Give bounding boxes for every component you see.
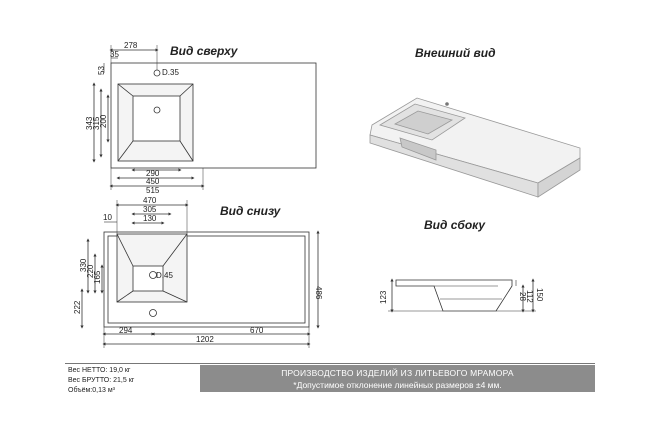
dim-330: 330 (79, 258, 88, 272)
side-view-title: Вид сбоку (424, 218, 486, 232)
bottom-view-basin-inner (132, 265, 164, 292)
dim-486: 486 (314, 286, 323, 300)
top-view-title: Вид сверху (170, 44, 238, 58)
net-weight: Вес НЕТТО: 19,0 кг (68, 367, 131, 374)
dim-53: 53 (97, 66, 106, 75)
production-banner: ПРОИЗВОДСТВО ИЗДЕЛИЙ ИЗ ЛИТЬЕВОГО МРАМОР… (200, 365, 595, 392)
dim-123: 123 (379, 290, 388, 304)
dim-1202: 1202 (196, 335, 214, 344)
volume: Объём:0,13 м³ (68, 387, 115, 394)
top-view-basin-inner (132, 95, 181, 142)
banner-line-2: *Допустимое отклонение линейных размеров… (293, 380, 502, 390)
top-view-drain (153, 106, 161, 114)
bottom-view-title: Вид снизу (220, 204, 281, 218)
dim-200: 200 (99, 114, 108, 128)
dim-28: 28 (518, 292, 527, 301)
dim-130: 130 (143, 214, 157, 223)
exterior-view (369, 97, 581, 198)
dim-220: 220 (86, 264, 95, 278)
top-view-labels: 278 35 53 D.35 343 315 200 290 450 515 (85, 41, 179, 195)
dim-150: 150 (535, 288, 544, 302)
dim-315: 315 (92, 116, 101, 130)
specs-block: Вес НЕТТО: 19,0 кг Вес БРУТТО: 21,5 кг О… (68, 366, 134, 396)
exterior-side-edge (537, 157, 581, 198)
dim-294: 294 (119, 326, 133, 335)
exterior-view-title: Внешний вид (415, 46, 496, 60)
side-view-labels: 123 28 112 150 (379, 288, 544, 304)
dim-35: 35 (110, 50, 119, 59)
dim-670: 670 (250, 326, 264, 335)
hole-d35: D.35 (162, 68, 179, 77)
dim-290: 290 (146, 169, 160, 178)
hole-d45: D.45 (156, 271, 173, 280)
dim-450: 450 (146, 177, 160, 186)
bottom-view-skirt-inner (107, 235, 306, 324)
dim-112: 112 (525, 290, 534, 303)
side-view (388, 278, 536, 313)
top-view (92, 45, 317, 190)
bottom-view-tap-hole (149, 309, 157, 317)
dim-470: 470 (143, 196, 157, 205)
dim-165: 165 (93, 270, 102, 284)
bottom-view-labels: 470 305 130 10 330 220 165 D.45 486 222 … (73, 196, 323, 344)
exterior-tap-hole (445, 102, 449, 106)
dim-10: 10 (103, 213, 112, 222)
bottom-view (80, 200, 320, 348)
dim-343: 343 (85, 116, 94, 130)
footer-divider (65, 363, 595, 364)
dim-222: 222 (73, 300, 82, 314)
dim-278: 278 (124, 41, 138, 50)
dim-515: 515 (146, 186, 160, 195)
banner-line-1: ПРОИЗВОДСТВО ИЗДЕЛИЙ ИЗ ЛИТЬЕВОГО МРАМОР… (281, 368, 514, 378)
bottom-view-drain (149, 271, 157, 279)
side-view-profile (395, 279, 513, 312)
gross-weight: Вес БРУТТО: 21,5 кг (68, 377, 135, 384)
dim-305: 305 (143, 205, 157, 214)
